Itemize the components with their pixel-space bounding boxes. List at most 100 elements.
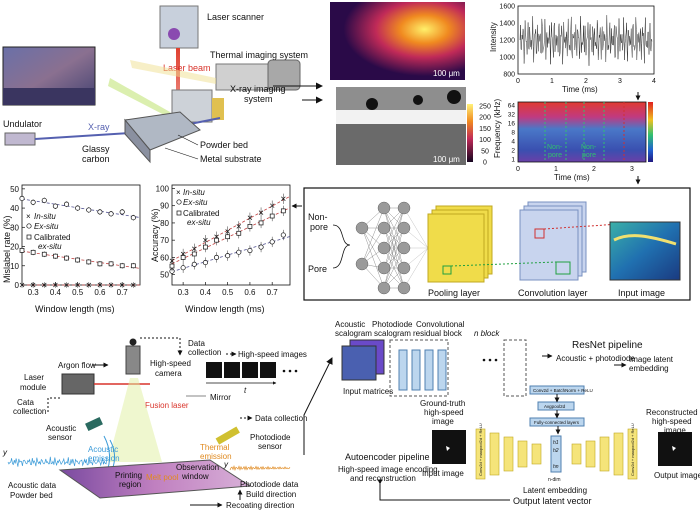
chart1-s0-point-8 xyxy=(258,210,264,215)
chart0-ytick-3: 30 xyxy=(10,223,19,232)
conv-block-2: residual block xyxy=(413,329,463,338)
hs-frame-2 xyxy=(224,362,240,378)
chart1-s0-point-7 xyxy=(247,215,253,221)
glassy-carbon-label-2: carbon xyxy=(82,154,110,164)
accuracy-legend-c2: ex-situ xyxy=(187,218,211,227)
mislabel-legend-c2: ex-situ xyxy=(38,242,62,251)
chart1-s1-point-2 xyxy=(191,261,197,267)
xray-beam-line xyxy=(34,132,131,140)
accuracy-marks xyxy=(169,193,291,277)
chart0-s2-point-2 xyxy=(41,251,47,257)
fusion-laser-label: Fusion laser xyxy=(145,401,189,410)
intensity-trace xyxy=(519,15,653,66)
chart0-ytick-0: 0 xyxy=(15,281,20,290)
chart0-s1-point-7 xyxy=(97,209,103,215)
colorbar-tick-4: 50 xyxy=(481,148,489,155)
acoustic-data-label: Acoustic data xyxy=(8,481,57,490)
xray-pore xyxy=(366,98,378,110)
cata-collection-1: Cata xyxy=(17,398,34,407)
ae-encoder-layer-1 xyxy=(489,432,500,476)
laser-module-label-2: module xyxy=(20,383,47,392)
acoustic-emission-1: Acoustic xyxy=(88,445,118,454)
colorbar-tick-3: 100 xyxy=(479,137,491,144)
acoustic-sensor-2: sensor xyxy=(48,433,72,442)
hs-t-label: t xyxy=(244,386,247,395)
accuracy-ylabel: Accuracy (%) xyxy=(150,208,160,262)
glassy-carbon-label-1: Glassy xyxy=(82,144,110,154)
chart1-xtick-1: 0.4 xyxy=(200,288,212,297)
spectro-ytick-2: 16 xyxy=(508,121,516,128)
powder-bed-leader xyxy=(177,134,199,146)
ae-decoder-layer-2 xyxy=(599,436,610,472)
intensity-xlabel: Time (ms) xyxy=(562,85,598,94)
spectrogram-plot: Non- pore Non- pore Frequency (kHz) Time… xyxy=(493,99,653,182)
mislabel-marks xyxy=(19,195,141,288)
intensity-ytick-2: 1200 xyxy=(499,38,515,45)
cnn-edge-o-1-1 xyxy=(361,227,385,265)
latent-ndim: n-dim xyxy=(548,477,561,483)
latent-to-ae-arrow xyxy=(377,479,510,501)
chart0-s1-point-4 xyxy=(63,201,70,207)
acoustic-scalogram-1: Acoustic xyxy=(335,320,365,329)
ae-decoder-layer-3 xyxy=(613,432,624,476)
mislabel-legend-a: In-situ xyxy=(34,212,56,221)
pooling-label: Pooling layer xyxy=(428,288,480,298)
chart0-s2-point-0 xyxy=(19,248,25,253)
mislabel-xlabel: Window length (ms) xyxy=(35,304,115,314)
ae-desc-1: High-speed image encoding xyxy=(338,465,438,474)
thermal-emission-2: emission xyxy=(200,452,232,461)
chart1-s0-point-6 xyxy=(236,224,242,229)
chart1-s2-point-0 xyxy=(169,263,175,269)
chart0-s1-point-1 xyxy=(30,199,36,205)
intensity-xtick-2: 2 xyxy=(584,78,588,85)
chart1-fit-0 xyxy=(171,195,291,261)
laser-scanner-label: Laser scanner xyxy=(207,12,264,22)
pooling-layer-3 xyxy=(427,213,485,283)
resnet-output-1: Image latent xyxy=(629,355,674,364)
chart0-s2-point-8 xyxy=(108,261,114,267)
chart1-s1-point-7 xyxy=(247,247,253,254)
conv-bn-relu-label: Conv2d + BatchNorm + ReLU xyxy=(533,388,593,393)
powder-bed-plate xyxy=(58,459,252,499)
data-collection-right: Data collection xyxy=(255,414,307,423)
spectro-ylabel: Frequency (kHz) xyxy=(493,99,502,158)
chart0-s1-point-2 xyxy=(41,197,47,203)
hs-ellipsis-2 xyxy=(288,369,292,373)
ae-output-blob xyxy=(672,446,676,451)
chart1-s2-point-5 xyxy=(225,234,231,240)
camera-view-cone xyxy=(108,378,162,462)
cnn-node-7 xyxy=(397,201,411,215)
data-collection-top-arrow xyxy=(140,337,183,356)
cnn-edge-h-3-0 xyxy=(383,207,405,269)
thermal-emission-1: Thermal xyxy=(200,443,230,452)
chart1-s2-point-4 xyxy=(214,237,219,243)
eye-icon xyxy=(129,338,137,346)
pooling-window xyxy=(442,265,452,275)
chart0-s1-point-9 xyxy=(119,209,125,215)
glassy-carbon-block xyxy=(124,118,151,164)
undulator xyxy=(4,132,36,146)
chart0-s2-point-9 xyxy=(119,263,125,269)
colorbar-tick-0: 250 xyxy=(479,104,491,111)
cnn-node-4 xyxy=(377,241,391,255)
chart0-s1-point-6 xyxy=(86,207,92,213)
chart1-ytick-5: 100 xyxy=(156,184,170,193)
printing-region-1: Printing xyxy=(115,471,142,480)
intensity-ytick-4: 800 xyxy=(503,72,515,79)
chart1-ytick-4: 90 xyxy=(160,202,169,211)
chart0-xtick-0: 0.3 xyxy=(28,288,40,297)
chart0-s2-point-5 xyxy=(75,257,81,263)
cnn-node-1 xyxy=(355,257,369,271)
n-block-label: n block xyxy=(474,329,500,338)
spectro-colorbar xyxy=(648,102,653,162)
chart1-s1-point-6 xyxy=(236,249,242,255)
accuracy-xlabel: Window length (ms) xyxy=(185,304,265,314)
cnn-node-11 xyxy=(397,281,411,295)
mislabel-legend-c1: Calibrated xyxy=(34,233,70,242)
cnn-node-9 xyxy=(397,241,411,255)
mirror-label: Mirror xyxy=(210,393,231,402)
chart1-s2-point-10 xyxy=(280,208,286,214)
spectro-label-nonpore-2a: Non- xyxy=(581,144,597,151)
